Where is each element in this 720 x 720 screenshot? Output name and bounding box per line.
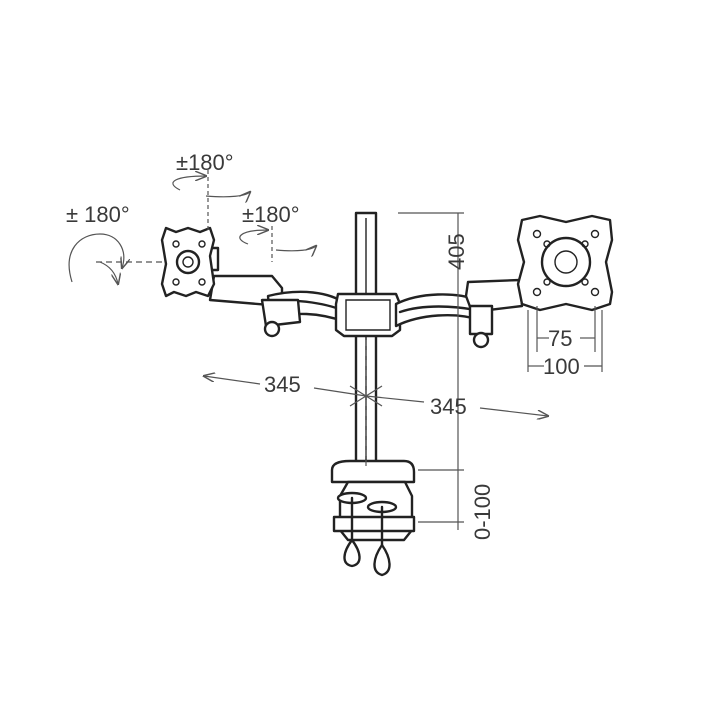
right-arm	[394, 278, 524, 349]
center-hub	[334, 292, 402, 338]
height-dimension	[398, 212, 464, 530]
vesa-large-label: 100	[543, 354, 580, 379]
rotation-arrow-mid	[239, 226, 316, 262]
rotation-arrow-left	[68, 233, 166, 284]
vesa-small-label: 75	[548, 326, 572, 351]
desk-clamp	[330, 459, 416, 577]
rotation-label-left: ± 180°	[66, 202, 130, 227]
arm-reach-dimensions	[204, 340, 548, 470]
vesa-dimensions	[527, 306, 603, 372]
rotation-label-mid: ±180°	[242, 202, 300, 227]
rotation-arrow-top	[172, 170, 250, 232]
rotation-label-top: ±180°	[176, 150, 234, 175]
height-label: 405	[444, 233, 469, 270]
left-arm	[206, 246, 348, 338]
vesa-plate-left	[160, 226, 216, 298]
clamp-label: 0-100	[470, 484, 495, 540]
arm-left-label: 345	[264, 372, 301, 397]
clamp-dimension	[418, 469, 464, 523]
arm-right-label: 345	[430, 394, 467, 419]
vesa-plate-right	[516, 214, 614, 312]
